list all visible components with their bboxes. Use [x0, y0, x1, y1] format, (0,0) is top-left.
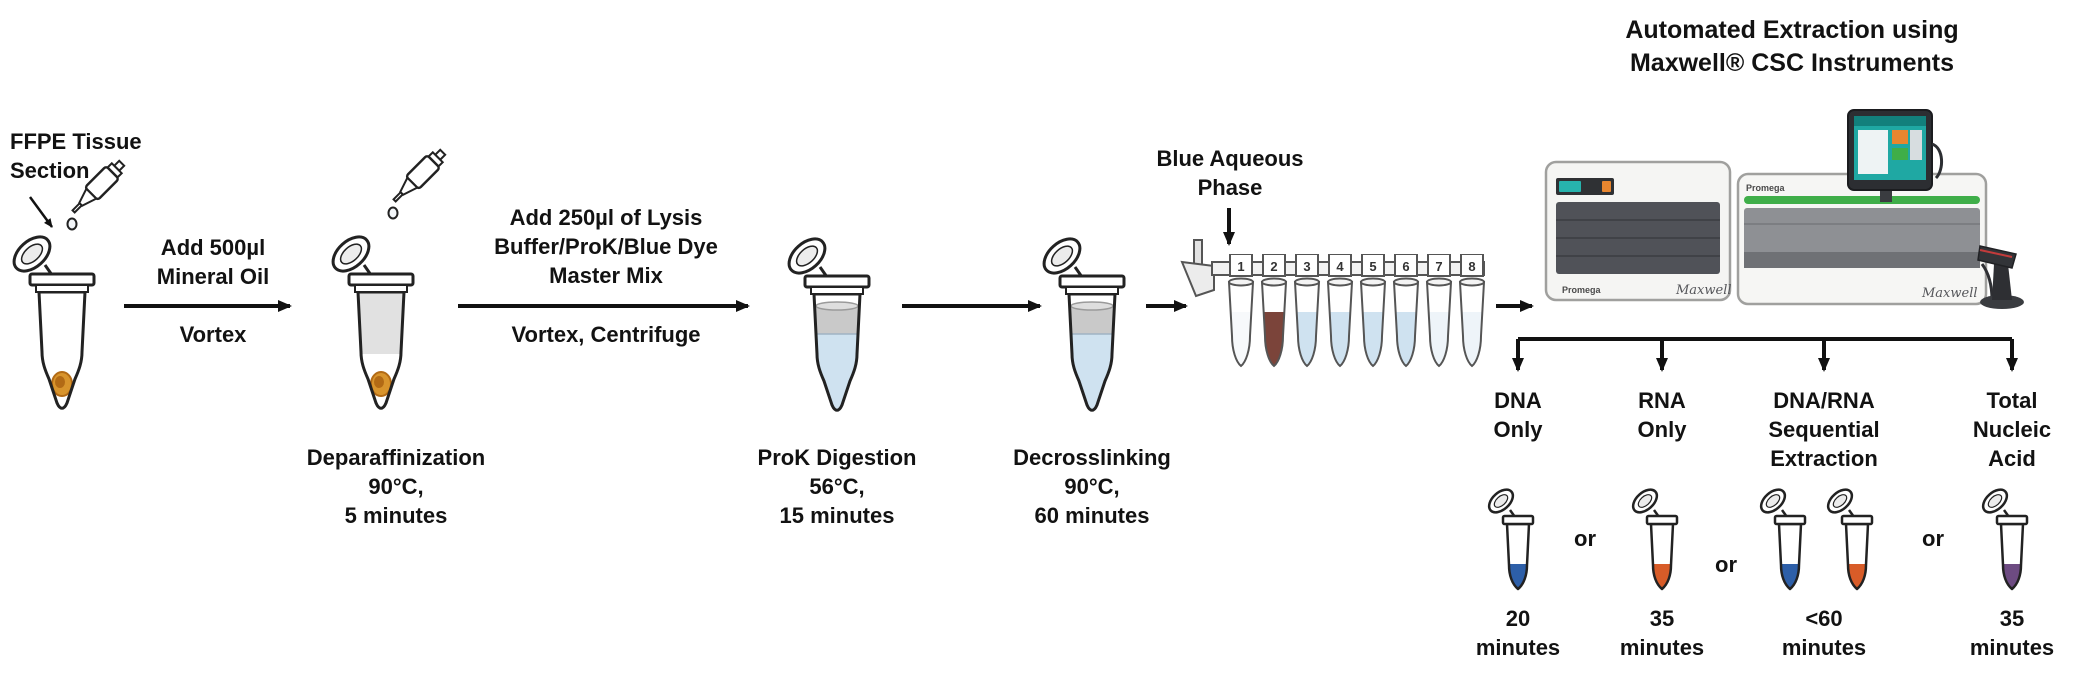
label-line: 20: [1505, 606, 1531, 631]
time-total-na: 35 minutes: [1970, 604, 2054, 662]
branch-label-total-na: Total Nucleic Acid: [1973, 386, 2051, 473]
strip-number-8: 8: [1468, 259, 1475, 274]
label-line: Add 250µl of Lysis: [509, 205, 703, 230]
maxwell-csc-instruments-illustration: Promega Maxwell Promega Maxwell: [1544, 109, 2024, 309]
tube-deparaffinization: [321, 234, 441, 424]
promega-brand-label: Promega: [1562, 285, 1602, 295]
strip-number-5: 5: [1369, 259, 1376, 274]
maxwell-logo: Maxwell: [1921, 286, 1978, 301]
step3-caption: Decrosslinking 90°C, 60 minutes: [1013, 443, 1171, 530]
label-line: Acid: [1988, 446, 2036, 471]
tube-total-nucleic-acid: [1976, 488, 2046, 608]
title-line: Maxwell® CSC Instruments: [1629, 49, 1955, 77]
barcode-scanner: [1977, 245, 2024, 309]
tube-sequential-dna: [1754, 488, 1824, 608]
instrument-large: Promega Maxwell: [1736, 172, 1988, 306]
label-line: Buffer/ProK/Blue Dye: [494, 234, 718, 259]
or-label-1: or: [1574, 526, 1596, 551]
label-line: Add 500µl: [160, 235, 266, 260]
label-line: Only: [1637, 417, 1687, 442]
branch-label-sequential: DNA/RNA Sequential Extraction: [1768, 386, 1879, 473]
ffpe-tissue-label: FFPE Tissue Section: [10, 127, 142, 185]
or-label-2: or: [1715, 552, 1737, 577]
label-line: Blue Aqueous: [1156, 146, 1304, 171]
label-line: minutes: [1475, 635, 1561, 660]
strip-number-4: 4: [1336, 259, 1344, 274]
tablet-cable: [1931, 142, 1943, 180]
label-line: FFPE Tissue: [10, 129, 142, 154]
label-line: 60 minutes: [1034, 503, 1150, 528]
tube-rna-eluate: [1626, 488, 1696, 608]
time-sequential: <60 minutes: [1782, 604, 1866, 662]
tube-sequential-rna: [1821, 488, 1891, 608]
strip-number-2: 2: [1270, 259, 1277, 274]
label-line: 15 minutes: [779, 503, 895, 528]
label-line: Vortex: [179, 322, 247, 347]
strip-number-3: 3: [1303, 259, 1310, 274]
time-dna-only: 20 minutes: [1476, 604, 1560, 662]
label-line: Mineral Oil: [156, 264, 270, 289]
label-line: minutes: [1781, 635, 1867, 660]
label-line: Master Mix: [549, 263, 663, 288]
maxwell-logo: Maxwell: [1675, 283, 1732, 298]
time-rna-only: 35 minutes: [1620, 604, 1704, 662]
strip-number-6: 6: [1402, 259, 1409, 274]
label-line: Sequential: [1768, 417, 1880, 442]
or-label-3: or: [1922, 526, 1944, 551]
diagram-title: Automated Extraction using Maxwell® CSC …: [1625, 14, 1958, 80]
label-line: minutes: [1619, 635, 1705, 660]
tablet-monitor: [1847, 109, 1943, 202]
arrow2-sublabel: Vortex, Centrifuge: [511, 320, 700, 349]
label-line: ProK Digestion: [757, 445, 917, 470]
label-line: Total: [1986, 388, 2038, 413]
label-line: Phase: [1197, 175, 1263, 200]
pipette-lysis-mix: [373, 138, 453, 226]
label-line: Nucleic: [1972, 417, 2052, 442]
strip-number-7: 7: [1435, 259, 1442, 274]
strip-handle: [1180, 260, 1215, 298]
branch-label-rna-only: RNA Only: [1638, 386, 1687, 444]
title-line: Automated Extraction using: [1625, 16, 1959, 44]
label-line: Vortex, Centrifuge: [511, 322, 701, 347]
instrument-small: Promega Maxwell: [1544, 160, 1732, 302]
tube-prok-digestion: [777, 236, 897, 426]
branch-label-dna-only: DNA Only: [1494, 386, 1543, 444]
blue-aqueous-phase-label: Blue Aqueous Phase: [1156, 144, 1303, 202]
arrow1-label: Add 500µl Mineral Oil: [157, 233, 269, 291]
label-line: 5 minutes: [344, 503, 448, 528]
arrow1-sublabel: Vortex: [180, 320, 247, 349]
label-line: minutes: [1969, 635, 2055, 660]
label-line: 56°C,: [809, 474, 865, 499]
label-line: Section: [10, 158, 90, 183]
eight-tube-strip: 1 2 3 4 5 6 7 8: [1180, 239, 1490, 386]
label-line: Decrosslinking: [1013, 445, 1171, 470]
label-line: DNA: [1494, 388, 1542, 413]
ffpe-pointer-arrow: [28, 196, 54, 228]
label-line: Extraction: [1770, 446, 1878, 471]
tube-dna-eluate: [1482, 488, 1552, 608]
label-line: 90°C,: [1064, 474, 1120, 499]
step1-caption: Deparaffinization 90°C, 5 minutes: [307, 443, 485, 530]
strip-number-1: 1: [1237, 259, 1244, 274]
strip-post: [1193, 239, 1203, 267]
arrow2-label: Add 250µl of Lysis Buffer/ProK/Blue Dye …: [494, 203, 718, 290]
label-line: 90°C,: [368, 474, 424, 499]
promega-brand-label: Promega: [1746, 183, 1786, 193]
label-line: DNA/RNA: [1773, 388, 1875, 413]
label-line: <60: [1805, 606, 1843, 631]
step2-caption: ProK Digestion 56°C, 15 minutes: [758, 443, 917, 530]
tube-ffpe-start: [2, 234, 122, 424]
label-line: RNA: [1638, 388, 1686, 413]
led-strip: [1744, 196, 1980, 204]
label-line: 35: [1649, 606, 1675, 631]
tube-decrosslinking: [1032, 236, 1152, 426]
label-line: Deparaffinization: [306, 445, 486, 470]
label-line: 35: [1999, 606, 2025, 631]
label-line: Only: [1493, 417, 1543, 442]
